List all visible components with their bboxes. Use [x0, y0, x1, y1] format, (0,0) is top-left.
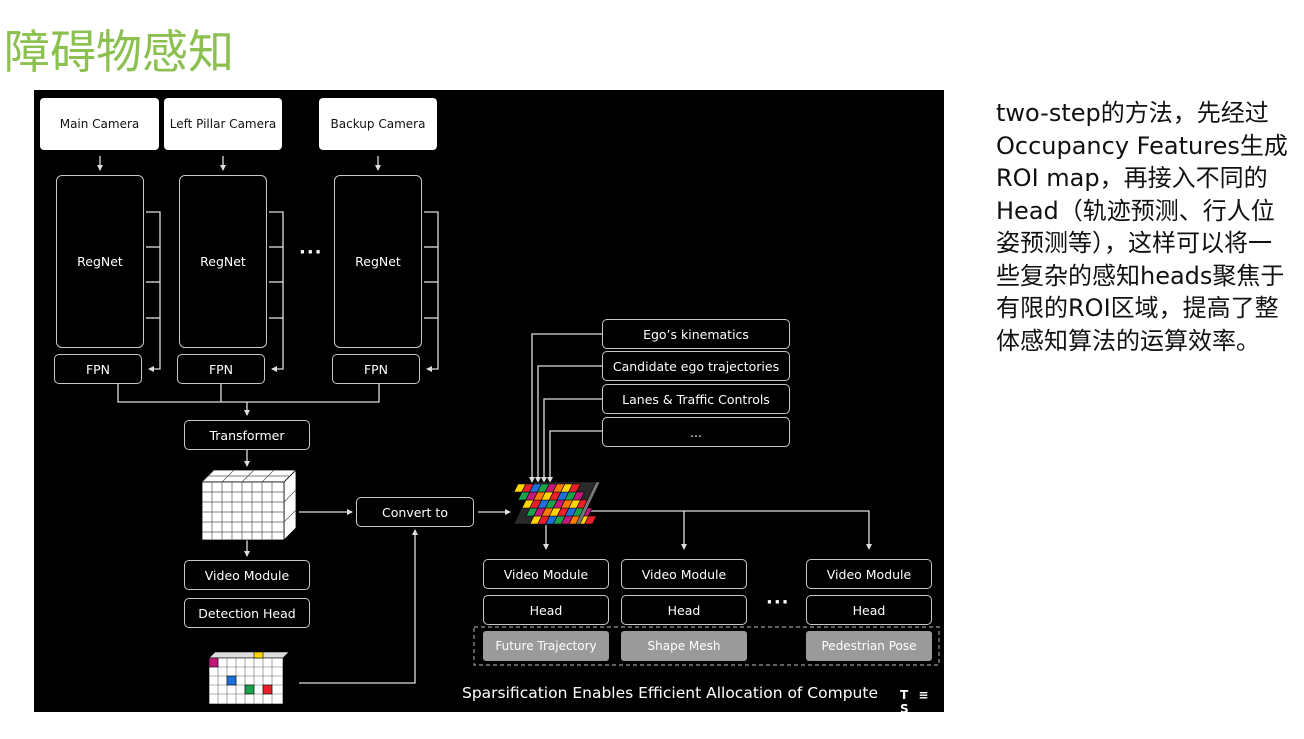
camera-backup: Backup Camera	[319, 98, 437, 150]
head-2: Head	[621, 595, 747, 625]
fpn-3: FPN	[332, 354, 420, 384]
outputs-frame	[473, 626, 940, 666]
input-more: ...	[602, 417, 790, 447]
ellipsis-cameras: ···	[299, 242, 323, 263]
roi-cell	[572, 491, 585, 501]
video-module-1: Video Module	[483, 559, 609, 589]
regnet-1: RegNet	[56, 175, 144, 348]
head-1: Head	[483, 595, 609, 625]
roi-map-icon	[513, 481, 601, 525]
camera-left-pillar: Left Pillar Camera	[164, 98, 282, 150]
sparse-grid-icon	[208, 651, 290, 705]
output-shape-mesh: Shape Mesh	[621, 631, 747, 661]
input-candidate-trajectories: Candidate ego trajectories	[602, 351, 790, 381]
regnet-2: RegNet	[179, 175, 267, 348]
diagram-caption: Sparsification Enables Efficient Allocat…	[462, 684, 878, 702]
roi-cell	[584, 515, 597, 525]
input-ego-kinematics: Ego’s kinematics	[602, 319, 790, 349]
ellipsis-heads: ···	[766, 592, 790, 613]
slide-title: 障碍物感知	[4, 25, 234, 79]
connector-lines	[97, 156, 940, 705]
detection-head: Detection Head	[184, 598, 310, 628]
regnet-3: RegNet	[334, 175, 422, 348]
tesla-logo: T ≡ S	[900, 688, 932, 716]
camera-main: Main Camera	[40, 98, 159, 150]
voxel-grid-icon	[201, 469, 297, 541]
fpn-1: FPN	[54, 354, 142, 384]
architecture-diagram: Main Camera Left Pillar Camera Backup Ca…	[34, 90, 944, 716]
input-lanes-traffic: Lanes & Traffic Controls	[602, 384, 790, 414]
transformer: Transformer	[184, 420, 310, 450]
video-module-left: Video Module	[184, 560, 310, 590]
output-pedestrian-pose: Pedestrian Pose	[806, 631, 932, 661]
output-future-trajectory: Future Trajectory	[483, 631, 609, 661]
convert-to: Convert to	[356, 497, 474, 527]
fpn-2: FPN	[177, 354, 265, 384]
description-text: two-step的方法，先经过Occupancy Features生成ROI m…	[996, 99, 1288, 355]
video-module-3: Video Module	[806, 559, 932, 589]
video-module-2: Video Module	[621, 559, 747, 589]
head-3: Head	[806, 595, 932, 625]
roi-cell	[568, 483, 581, 493]
